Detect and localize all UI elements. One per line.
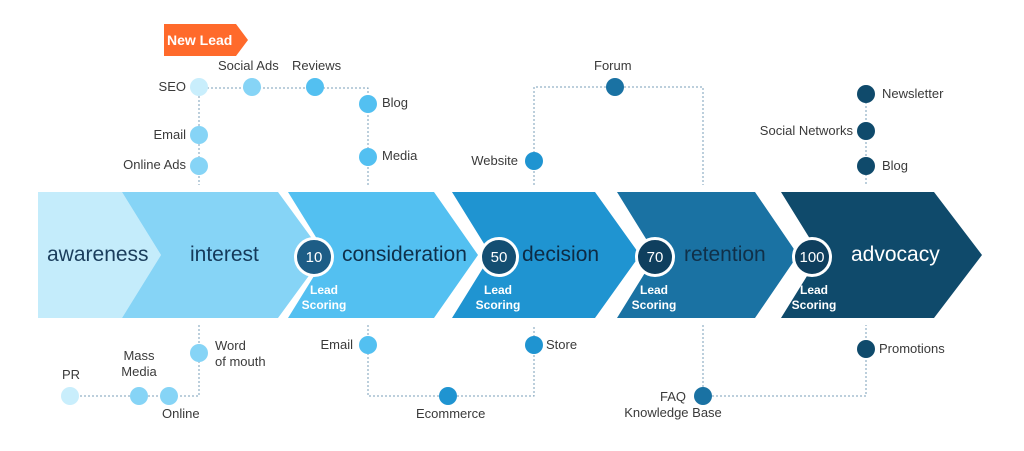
touchpoint-seo: SEO bbox=[158, 79, 186, 94]
dot-email-consideration bbox=[359, 336, 377, 354]
touchpoint-faq-line2: Knowledge Base bbox=[624, 405, 722, 420]
stage-arrow-retention bbox=[617, 192, 798, 318]
dot-blog-consideration bbox=[359, 95, 377, 113]
touchpoint-pr: PR bbox=[62, 367, 81, 382]
dot-ecommerce bbox=[439, 387, 457, 405]
dot-website bbox=[525, 152, 543, 170]
dot-online-ads bbox=[190, 157, 208, 175]
touchpoint-mass-media-line2: Media bbox=[121, 364, 157, 379]
dot-mass-media bbox=[130, 387, 148, 405]
dot-email-interest bbox=[190, 126, 208, 144]
touchpoint-social-networks: Social Networks bbox=[759, 123, 853, 138]
lead-score-70: 70 bbox=[635, 237, 675, 277]
dot-social-networks bbox=[857, 122, 875, 140]
stage-label-consideration: consideration bbox=[342, 243, 467, 266]
dot-blog-advocacy bbox=[857, 157, 875, 175]
connector-decision-top bbox=[533, 86, 704, 185]
touchpoint-mass-media: Mass Media bbox=[114, 348, 164, 380]
stage-label-advocacy: advocacy bbox=[851, 243, 940, 266]
dot-faq bbox=[694, 387, 712, 405]
touchpoint-online-ads: Online Ads bbox=[123, 157, 186, 172]
touchpoint-blog-consideration: Blog bbox=[382, 95, 409, 110]
connector-retention-bottom bbox=[702, 325, 867, 397]
touchpoint-newsletter: Newsletter bbox=[882, 86, 944, 101]
touchpoint-faq-knowledge-base: FAQ Knowledge Base bbox=[618, 389, 728, 421]
touchpoint-promotions: Promotions bbox=[879, 341, 945, 356]
lead-score-50: 50 bbox=[479, 237, 519, 277]
touchpoint-forum: Forum bbox=[594, 58, 632, 73]
stage-arrow-consideration bbox=[288, 192, 478, 318]
touchpoint-email-interest: Email bbox=[153, 127, 186, 142]
lead-scoring-line1: Lead bbox=[639, 283, 668, 297]
stage-label-awareness: awareness bbox=[47, 243, 149, 266]
dot-media bbox=[359, 148, 377, 166]
dot-online bbox=[160, 387, 178, 405]
dot-reviews bbox=[306, 78, 324, 96]
lead-scoring-line2: Scoring bbox=[791, 298, 837, 312]
lead-scoring-line1: Lead bbox=[309, 283, 338, 297]
touchpoint-word-of-mouth-line1: Word bbox=[215, 338, 246, 353]
dot-promotions bbox=[857, 340, 875, 358]
dot-social-ads bbox=[243, 78, 261, 96]
lead-scoring-line2: Scoring bbox=[631, 298, 677, 312]
stage-label-interest: interest bbox=[190, 243, 259, 266]
stage-arrow-interest bbox=[122, 192, 324, 318]
new-lead-label: New Lead bbox=[167, 32, 233, 48]
stage-arrow-advocacy bbox=[781, 192, 982, 318]
lead-score-value: 10 bbox=[305, 248, 323, 266]
touchpoint-social-ads: Social Ads bbox=[218, 58, 279, 73]
lead-score-value: 70 bbox=[646, 248, 664, 266]
connector-seo-blog bbox=[199, 87, 369, 185]
lead-score-value: 100 bbox=[799, 248, 825, 266]
dot-newsletter bbox=[857, 85, 875, 103]
touchpoint-email-consideration: Email bbox=[320, 337, 353, 352]
dot-pr bbox=[61, 387, 79, 405]
lead-scoring-line1: Lead bbox=[483, 283, 512, 297]
dot-forum bbox=[606, 78, 624, 96]
touchpoint-store: Store bbox=[546, 337, 578, 352]
touchpoint-blog-advocacy: Blog bbox=[882, 158, 909, 173]
touchpoint-website: Website bbox=[471, 153, 518, 168]
touchpoint-word-of-mouth: Word of mouth bbox=[215, 338, 266, 370]
lead-scoring-line2: Scoring bbox=[475, 298, 521, 312]
stage-arrow-decision bbox=[452, 192, 640, 318]
touchpoint-ecommerce: Ecommerce bbox=[416, 406, 486, 421]
lead-score-100: 100 bbox=[792, 237, 832, 277]
dot-seo bbox=[190, 78, 208, 96]
lead-score-10: 10 bbox=[294, 237, 334, 277]
touchpoint-media: Media bbox=[382, 148, 418, 163]
stage-label-retention: retention bbox=[684, 243, 766, 266]
touchpoint-reviews: Reviews bbox=[292, 58, 342, 73]
connector-consideration-bottom bbox=[367, 325, 535, 397]
connector-interest-bottom bbox=[70, 325, 200, 397]
lead-scoring-line1: Lead bbox=[799, 283, 828, 297]
stage-label-decision: decision bbox=[522, 243, 600, 266]
lead-scoring-line2: Scoring bbox=[301, 298, 347, 312]
new-lead-badge bbox=[164, 24, 248, 56]
dot-word-of-mouth bbox=[190, 344, 208, 362]
touchpoint-online: Online bbox=[162, 406, 200, 421]
lead-score-value: 50 bbox=[490, 248, 508, 266]
touchpoint-faq-line1: FAQ bbox=[659, 389, 686, 404]
stage-arrow-awareness bbox=[38, 192, 161, 318]
touchpoint-mass-media-line1: Mass bbox=[123, 348, 155, 363]
touchpoint-word-of-mouth-line2: of mouth bbox=[215, 354, 266, 369]
dot-store bbox=[525, 336, 543, 354]
